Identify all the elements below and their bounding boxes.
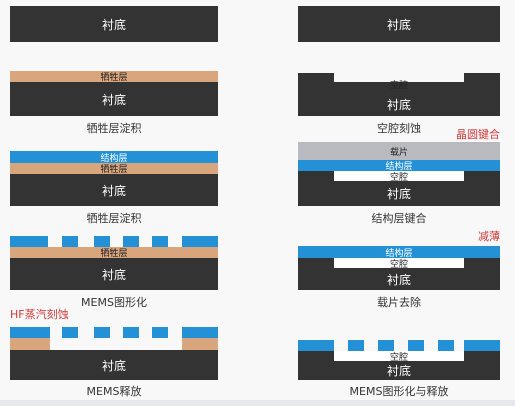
step-caption: 空腔刻蚀 — [377, 122, 421, 135]
substrate-layer: 衬底 — [10, 258, 218, 290]
step-note: 减薄 — [478, 230, 500, 243]
substrate-label: 衬底 — [386, 272, 411, 287]
substrate-wall — [464, 351, 500, 361]
sacrificial-layer: 牺牲层 — [10, 163, 218, 175]
sacrificial-label: 牺牲层 — [100, 73, 128, 83]
carrier-wafer: 载片 — [298, 142, 500, 160]
step-caption: 牺牲层淀积 — [86, 122, 142, 135]
structural-segment — [62, 327, 78, 338]
structural-segment — [123, 236, 139, 247]
sacrificial-layer: 牺牲层 — [10, 247, 218, 259]
substrate-layer — [298, 82, 500, 116]
cavity-label: 空腔 — [389, 81, 408, 91]
structural-segment — [94, 327, 110, 338]
structural-segment — [94, 236, 110, 247]
step-caption: MEMS释放 — [86, 385, 142, 398]
substrate-label: 衬底 — [101, 358, 126, 373]
sacrificial-layer: 牺牲层 — [10, 71, 218, 83]
structural-segment — [464, 340, 500, 351]
structural-segment — [298, 340, 334, 351]
structural-segment — [182, 236, 218, 247]
structural-layer: 结构层 — [298, 160, 500, 172]
structural-segment — [10, 327, 50, 338]
substrate-wall — [464, 258, 500, 268]
sacrificial-label: 牺牲层 — [100, 249, 128, 259]
structural-segment — [152, 236, 168, 247]
structural-layer: 结构层 — [10, 151, 218, 164]
step-caption: 牺牲层淀积 — [86, 212, 142, 225]
substrate-label: 衬底 — [386, 98, 411, 112]
carrier-label: 载片 — [389, 147, 408, 158]
substrate-label: 衬底 — [386, 17, 411, 32]
structural-segment — [378, 340, 394, 351]
cavity-label: 空腔 — [389, 352, 408, 363]
substrate-wall — [464, 73, 500, 82]
cavity: 空腔 — [334, 258, 464, 270]
substrate-layer: 衬底 — [10, 350, 218, 380]
step-note: HF蒸汽刻蚀 — [10, 308, 69, 321]
structural-segment — [408, 340, 424, 351]
substrate-layer: 衬底 — [10, 6, 218, 42]
sacrificial-label: 牺牲层 — [100, 165, 128, 175]
substrate-label: 衬底 — [386, 187, 411, 201]
cavity-label: 空腔 — [389, 259, 408, 270]
substrate-wall — [464, 171, 500, 181]
structural-segment — [182, 327, 218, 338]
step-caption: 结构层键合 — [371, 212, 427, 225]
structural-segment — [152, 327, 168, 338]
structural-label: 结构层 — [100, 153, 128, 164]
substrate-layer: 衬底 — [10, 174, 218, 206]
substrate-layer: 衬底 — [10, 82, 218, 116]
substrate-label: 衬底 — [101, 17, 126, 32]
substrate-wall — [298, 171, 334, 181]
bottom-strip — [0, 400, 515, 406]
substrate-label: 衬底 — [101, 183, 126, 198]
structural-segment — [438, 340, 454, 351]
structural-segment — [123, 327, 139, 338]
step-caption: MEMS图形化与释放 — [349, 385, 449, 398]
structural-segment — [62, 236, 78, 247]
structural-label: 结构层 — [385, 162, 413, 172]
step-caption: 载片去除 — [377, 296, 421, 309]
step-caption: MEMS图形化 — [81, 296, 147, 309]
structural-segment — [348, 340, 364, 351]
sacrificial-anchor — [10, 338, 50, 350]
structural-label: 结构层 — [385, 248, 413, 259]
cavity: 空腔 — [334, 351, 464, 363]
substrate-layer: 衬底 — [298, 268, 500, 290]
sacrificial-anchor — [182, 338, 218, 350]
substrate-layer: 衬底 — [298, 361, 500, 380]
structural-segment — [10, 236, 48, 247]
cavity-label: 空腔 — [389, 172, 408, 183]
substrate-layer: 衬底 — [298, 6, 500, 42]
substrate-label: 衬底 — [101, 92, 126, 107]
substrate-wall — [298, 351, 334, 361]
cavity: 空腔 — [334, 171, 464, 183]
structural-layer: 结构层 — [298, 246, 500, 259]
step-note: 晶圆键合 — [456, 128, 500, 141]
substrate-layer: 衬底 — [298, 181, 500, 206]
substrate-wall — [298, 73, 334, 82]
substrate-label: 衬底 — [386, 364, 411, 378]
substrate-label: 衬底 — [101, 267, 126, 282]
substrate-wall — [298, 258, 334, 268]
